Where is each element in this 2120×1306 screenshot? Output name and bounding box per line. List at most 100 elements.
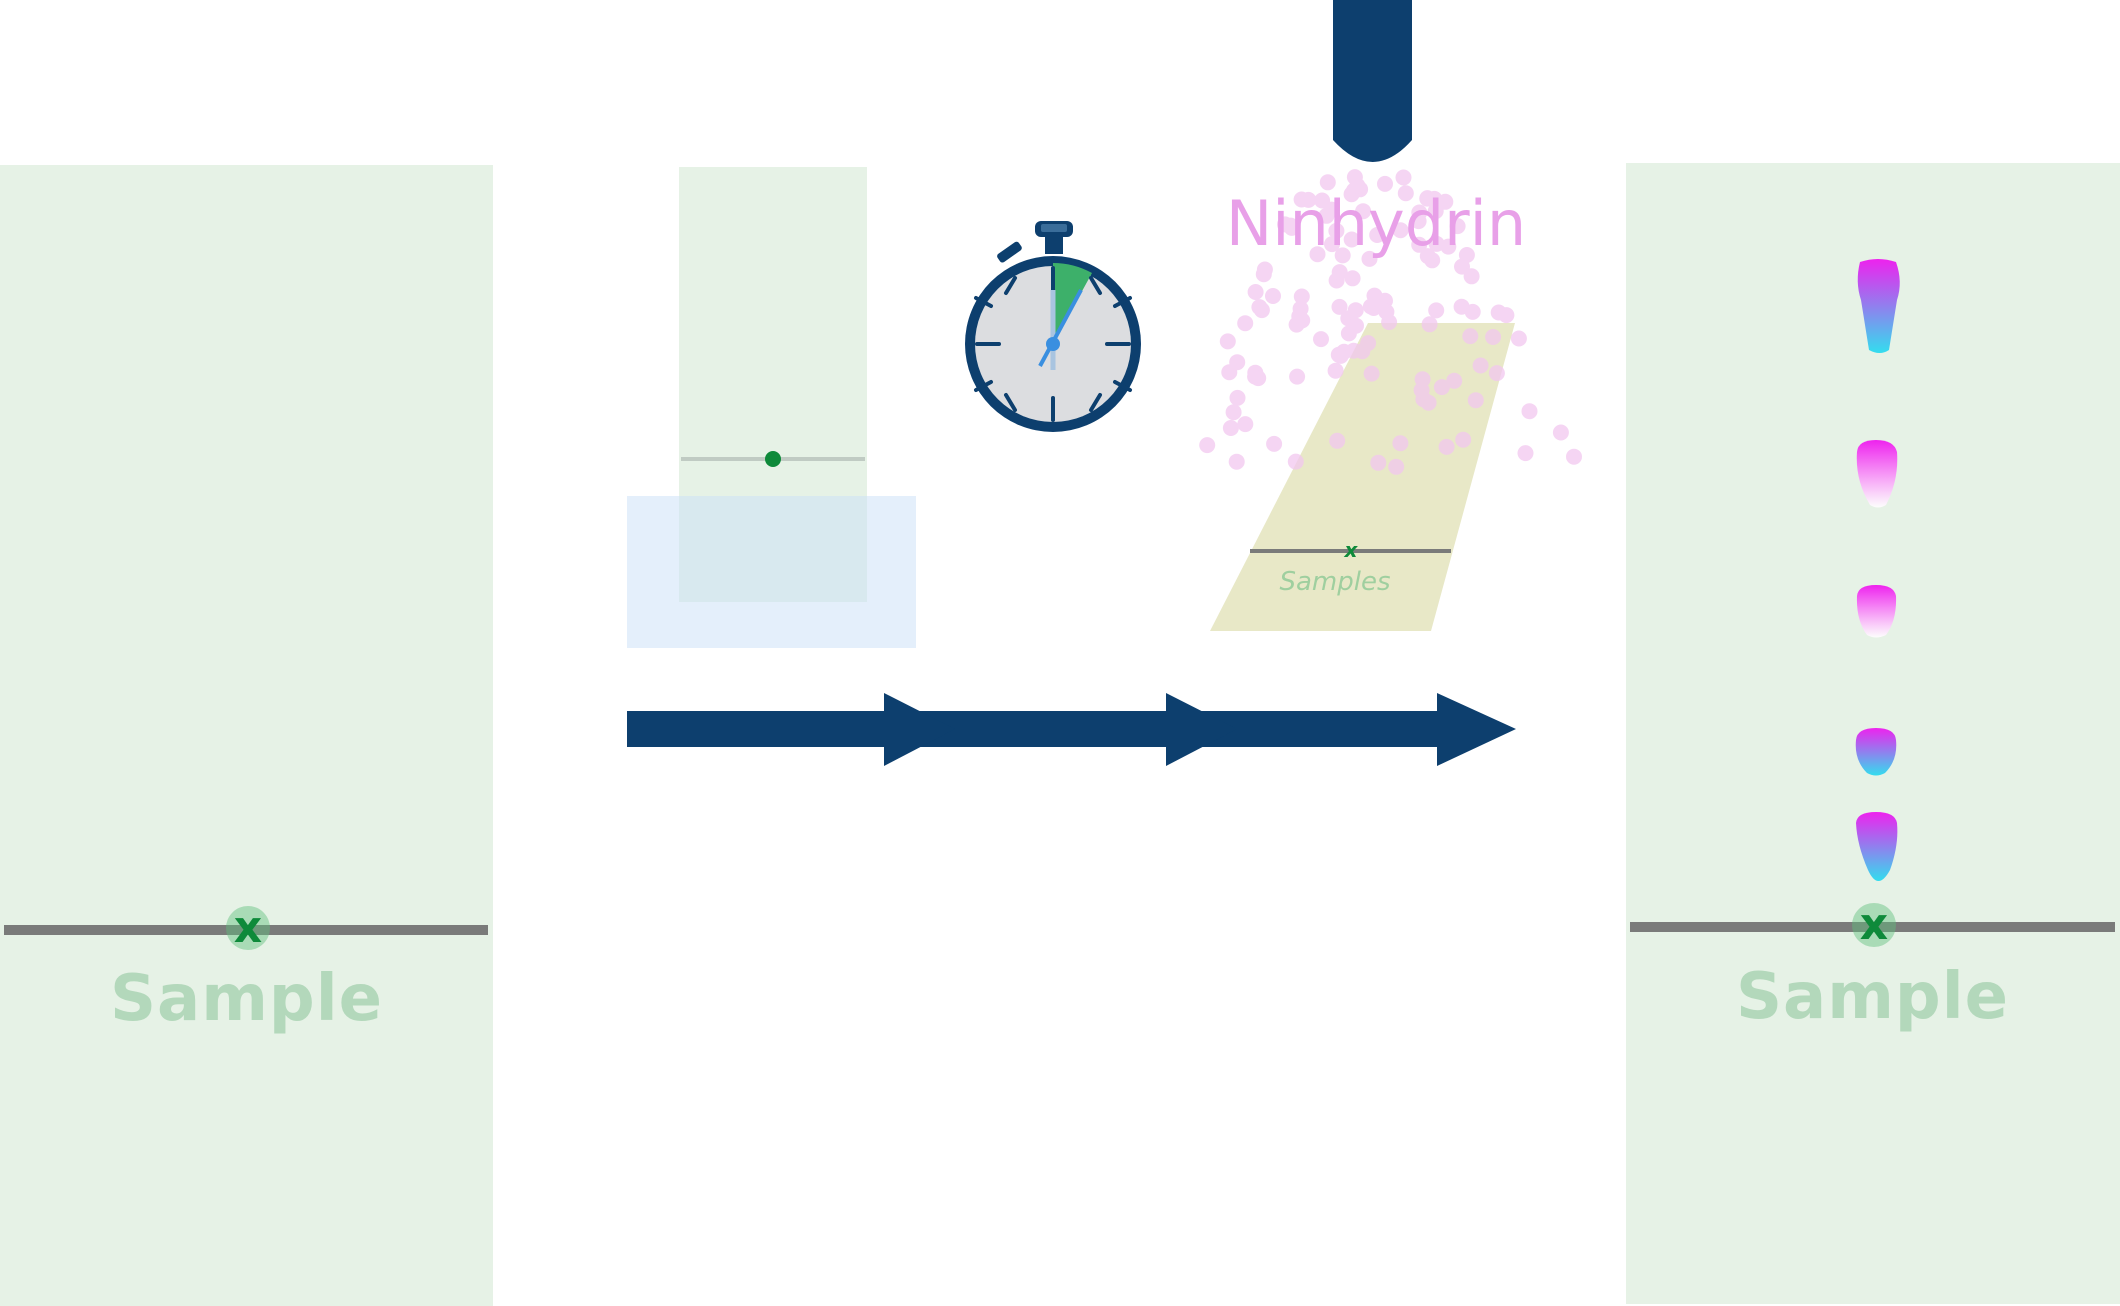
developed-spots — [1855, 259, 1900, 881]
spray-droplet — [1225, 404, 1242, 421]
spray-droplet — [1449, 218, 1466, 235]
left-tlc-plate — [0, 165, 493, 1306]
spray-droplet — [1354, 343, 1371, 360]
spray-droplet — [1369, 227, 1386, 243]
spray-droplet — [1446, 372, 1463, 389]
spray-droplet — [1455, 431, 1472, 448]
spray-droplet — [1397, 185, 1414, 202]
spray-droplet — [1222, 420, 1239, 436]
spray-droplet — [1411, 236, 1428, 253]
spray-droplet — [1464, 303, 1481, 320]
left-sample-marker: x — [226, 906, 270, 950]
spray-droplet — [1228, 453, 1245, 470]
spray-droplet — [1343, 231, 1360, 248]
spray-droplet — [1378, 303, 1395, 320]
spray-droplet — [1413, 382, 1430, 399]
spot-2 — [1856, 440, 1898, 508]
spray-droplet — [1462, 328, 1479, 345]
tilted-plate-label: Samples — [1279, 567, 1390, 597]
spray-droplet — [1488, 365, 1505, 382]
left-baseline — [4, 925, 488, 935]
spot-4 — [1855, 728, 1897, 776]
spray-droplet — [1344, 270, 1361, 287]
arrow-head-3 — [1437, 693, 1516, 766]
spray-droplets — [1199, 169, 1582, 475]
right-sample-label: Sample — [1735, 960, 2010, 1034]
spray-droplet — [1419, 190, 1436, 207]
developing-tank-step — [627, 167, 916, 648]
spray-droplet — [1472, 357, 1489, 374]
spray-droplet — [1366, 287, 1383, 304]
spot-5 — [1856, 812, 1898, 881]
spray-droplet — [1247, 284, 1264, 300]
ninhydrin-label: Ninhydrin — [1226, 187, 1526, 260]
spray-droplet — [1392, 222, 1409, 239]
spray-droplet — [1327, 362, 1344, 379]
spray-droplet — [1251, 299, 1268, 316]
spray-droplet — [1289, 368, 1306, 385]
spray-droplet — [1419, 248, 1436, 265]
spray-droplet — [1324, 236, 1340, 253]
arrow-head-2 — [1166, 693, 1237, 766]
spray-droplet — [1411, 204, 1428, 221]
spray-droplet — [1361, 250, 1378, 267]
spray-droplet — [1250, 370, 1267, 387]
spray-droplet — [1293, 288, 1310, 305]
spray-droplet — [1237, 315, 1254, 332]
spray-droplet — [1255, 266, 1272, 283]
spray-droplet — [1517, 445, 1534, 462]
stopwatch-stem — [1045, 236, 1063, 254]
spray-droplet — [1277, 216, 1293, 233]
spray-droplet — [1229, 354, 1246, 371]
right-sample-marker: x — [1852, 903, 1896, 947]
spray-droplet — [1329, 432, 1346, 449]
left-sample-label: Sample — [109, 962, 384, 1036]
stopwatch-icon — [965, 221, 1141, 432]
spray-droplet — [1313, 331, 1329, 348]
spray-droplet — [1438, 438, 1455, 455]
spray-droplet — [1237, 416, 1254, 433]
tilted-plate-marker: x — [1344, 538, 1359, 562]
spray-droplet — [1433, 379, 1450, 396]
spray-droplet — [1566, 448, 1582, 465]
spray-droplet — [1467, 392, 1484, 409]
spray-droplet — [1498, 307, 1515, 324]
spray-droplet — [1287, 453, 1304, 470]
spray-droplet — [1421, 316, 1438, 333]
spray-droplet — [1454, 258, 1470, 275]
spray-droplet — [1219, 333, 1236, 350]
spray-droplet — [1334, 247, 1351, 264]
spray-droplet — [1300, 191, 1317, 208]
arrow-head-1 — [884, 693, 955, 766]
ninhydrin-spray-step: x Samples Ninhydrin — [1199, 0, 1582, 631]
spray-droplet — [1331, 264, 1348, 281]
spray-droplet — [1294, 312, 1311, 329]
spray-droplet — [1309, 246, 1326, 263]
spray-droplet — [1349, 177, 1366, 194]
spray-droplet — [1510, 330, 1527, 347]
process-arrows — [627, 693, 1516, 766]
spray-droplet — [1392, 435, 1409, 452]
spray-droplet — [1521, 403, 1538, 420]
spray-droplet — [1388, 458, 1405, 475]
spray-droplet — [1199, 437, 1216, 454]
spray-droplet — [1428, 302, 1445, 319]
stopwatch-hand — [1038, 289, 1083, 367]
tilted-tlc-plate — [1210, 323, 1515, 631]
spray-droplet — [1552, 424, 1569, 441]
spray-droplet — [1314, 192, 1331, 209]
spray-droplet — [1427, 203, 1444, 220]
small-plate-spot — [765, 451, 781, 467]
spray-droplet — [1428, 235, 1445, 252]
spray-droplet — [1348, 317, 1364, 334]
spray-droplet — [1330, 346, 1347, 363]
spray-droplet — [1395, 169, 1412, 186]
spray-droplet — [1229, 389, 1246, 406]
spray-nozzle — [1333, 0, 1412, 162]
spray-droplet — [1485, 329, 1502, 345]
stopwatch-button — [997, 241, 1022, 263]
spray-droplet — [1370, 454, 1387, 471]
spray-droplet — [1363, 365, 1380, 382]
spray-droplet — [1355, 203, 1372, 220]
